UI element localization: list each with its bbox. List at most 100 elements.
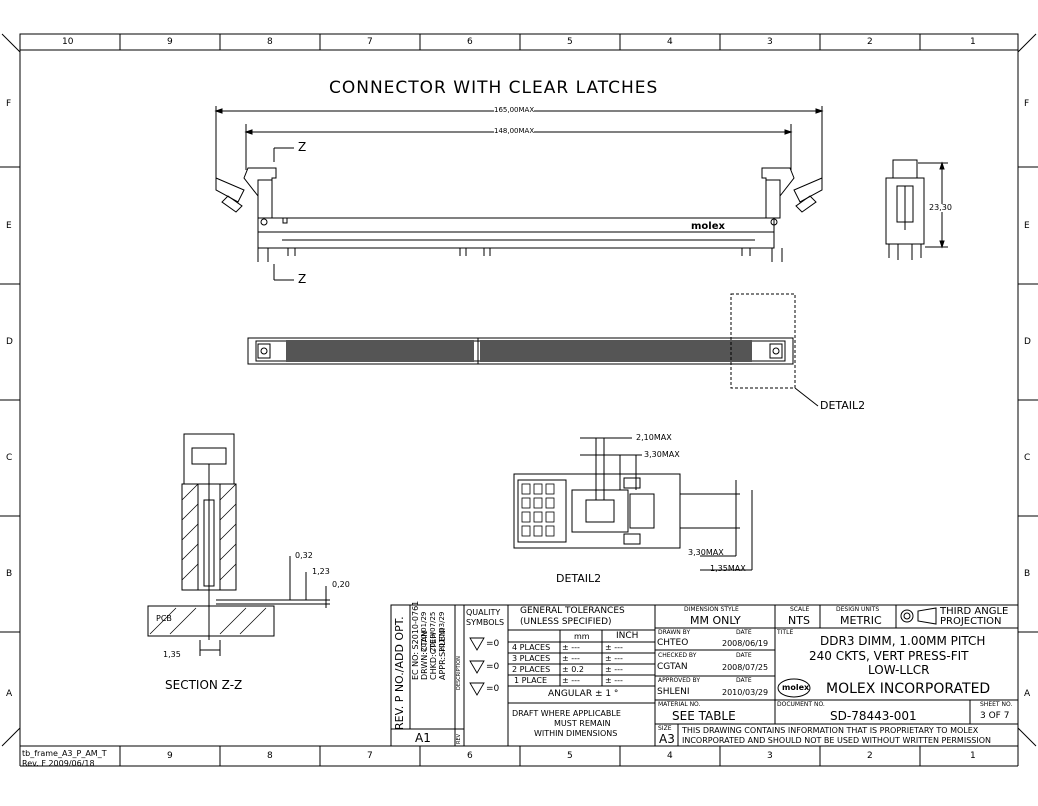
title-line-3: LOW-LLCR [868, 663, 930, 677]
drawn-by-label: DRAWN BY [658, 629, 691, 636]
frame-col-10: 10 [62, 37, 74, 47]
material-label: MATERIAL NO. [658, 701, 701, 708]
projection-line-2: PROJECTION [940, 616, 1002, 627]
tol-row-3-mm: ± --- [562, 654, 580, 663]
tolerance-angular: ANGULAR ± 1 ° [548, 689, 619, 699]
rev-date-2: 2010/07/25 [429, 611, 437, 652]
tol-row-3-inch: ± --- [605, 654, 623, 663]
rev-value: A1 [415, 731, 431, 745]
rev-label: REV [456, 733, 462, 744]
rev-description-label: DESCRIPTION [456, 656, 462, 690]
checked-by-label: CHECKED BY [658, 652, 697, 659]
detail-view [513, 437, 753, 571]
frame-row-c-left: C [6, 453, 13, 463]
row-ticks [0, 166, 1038, 633]
frame-col-7: 7 [367, 37, 373, 47]
frame-col-bottom-4: 4 [667, 751, 673, 761]
frame-row-f-right: F [1024, 99, 1030, 109]
detail-dim-width: 2,10MAX [636, 433, 672, 442]
units-label: DESIGN UNITS [836, 606, 880, 613]
quality-symbol-2: =0 [486, 662, 500, 672]
tol-row-1-mm: ± --- [562, 676, 580, 685]
tol-row-4-mm: ± --- [562, 643, 580, 652]
tolerance-title-1: GENERAL TOLERANCES [520, 606, 625, 616]
tol-row-3-label: 3 PLACES [512, 654, 551, 663]
approved-date-label: DATE [736, 677, 752, 684]
drawn-date-value: 2008/06/19 [722, 639, 769, 648]
rev-ec-no: EC NO: S2010-0761 [411, 600, 420, 680]
drawn-by-value: CHTEO [657, 638, 689, 648]
drawn-date-label: DATE [736, 629, 752, 636]
sheet-label: SHEET NO. [980, 701, 1013, 708]
checked-date-label: DATE [736, 652, 752, 659]
section-dim-offset: 1,23 [312, 567, 330, 576]
frame-col-3: 3 [767, 37, 773, 47]
section-view [147, 433, 330, 656]
sheet-value: 3 OF 7 [980, 711, 1010, 721]
title-line-1: DDR3 DIMM, 1.00MM PITCH [820, 634, 986, 648]
title-line-2: 240 CKTS, VERT PRESS-FIT [809, 649, 969, 663]
frame-row-b-right: B [1024, 569, 1031, 579]
section-marker-top: Z [298, 140, 307, 154]
rev-date-3: 2010/03/29 [438, 611, 446, 652]
frame-col-4: 4 [667, 37, 673, 47]
size-value: A3 [659, 732, 675, 746]
frame-col-6: 6 [467, 37, 473, 47]
frame-id: tb_frame_A3_P_AM_T [22, 749, 107, 758]
detail-callout: DETAIL2 [820, 399, 866, 412]
tolerance-title-2: (UNLESS SPECIFIED) [520, 617, 612, 627]
frame-row-d-right: D [1024, 337, 1031, 347]
section-dim-clearance: 0,32 [295, 551, 313, 560]
title-block-grid [390, 604, 1019, 747]
frame-col-bottom-2: 2 [867, 751, 873, 761]
frame-row-d-left: D [6, 337, 13, 347]
document-number: SD-78443-001 [830, 709, 917, 723]
dim-inner-length: 148,00MAX [494, 127, 535, 135]
frame-col-bottom-6: 6 [467, 751, 473, 761]
tol-row-2-mm: ± 0.2 [562, 665, 584, 674]
frame-row-c-right: C [1024, 453, 1031, 463]
detail-view-label: DETAIL2 [556, 572, 602, 585]
frame-row-f-left: F [6, 99, 12, 109]
frame-col-5: 5 [567, 37, 573, 47]
draft-note-3: WITHIN DIMENSIONS [534, 729, 618, 738]
frame-col-2: 2 [867, 37, 873, 47]
frame-rev: Rev. F 2009/06/18 [22, 759, 95, 768]
draft-note-1: DRAFT WHERE APPLICABLE [512, 709, 621, 718]
frame-col-1: 1 [970, 37, 976, 47]
tol-row-2-label: 2 PLACES [512, 665, 551, 674]
checked-by-value: CGTAN [657, 662, 688, 672]
tol-row-1-inch: ± --- [605, 676, 623, 685]
quality-symbol-3: =0 [486, 684, 500, 694]
proprietary-notice-2: INCORPORATED AND SHOULD NOT BE USED WITH… [682, 736, 991, 745]
unit-mm: mm [574, 632, 590, 641]
unit-inch: INCH [616, 631, 639, 641]
frame-row-a-left: A [6, 689, 13, 699]
scale-value: NTS [788, 614, 810, 627]
frame-col-bottom-1: 1 [970, 751, 976, 761]
proprietary-notice-1: THIS DRAWING CONTAINS INFORMATION THAT I… [682, 726, 979, 735]
frame-row-a-right: A [1024, 689, 1031, 699]
approved-date-value: 2010/03/29 [722, 688, 769, 697]
units-value: METRIC [840, 614, 882, 627]
section-view-label: SECTION Z-Z [165, 678, 243, 692]
frame-col-bottom-7: 7 [367, 751, 373, 761]
checked-date-value: 2008/07/25 [722, 663, 769, 672]
company-name: MOLEX INCORPORATED [826, 681, 991, 697]
frame-col-8: 8 [267, 37, 273, 47]
tol-row-2-inch: ± --- [605, 665, 623, 674]
frame-col-bottom-3: 3 [767, 751, 773, 761]
main-view-title: CONNECTOR WITH CLEAR LATCHES [329, 78, 659, 98]
title-label: TITLE [777, 629, 794, 636]
section-dim-pin: 1,35 [163, 650, 181, 659]
dim-overall-length: 165,00MAX [494, 106, 535, 114]
draft-note-2: MUST REMAIN [554, 719, 611, 728]
frame-col-bottom-5: 5 [567, 751, 573, 761]
frame-row-e-right: E [1024, 221, 1030, 231]
pcb-label: PCB [156, 614, 172, 623]
tol-row-1-label: 1 PLACE [514, 676, 548, 685]
projection-line-1: THIRD ANGLE [940, 606, 1009, 617]
dim-style-label: DIMENSION STYLE [684, 606, 739, 613]
scale-label: SCALE [790, 606, 810, 613]
